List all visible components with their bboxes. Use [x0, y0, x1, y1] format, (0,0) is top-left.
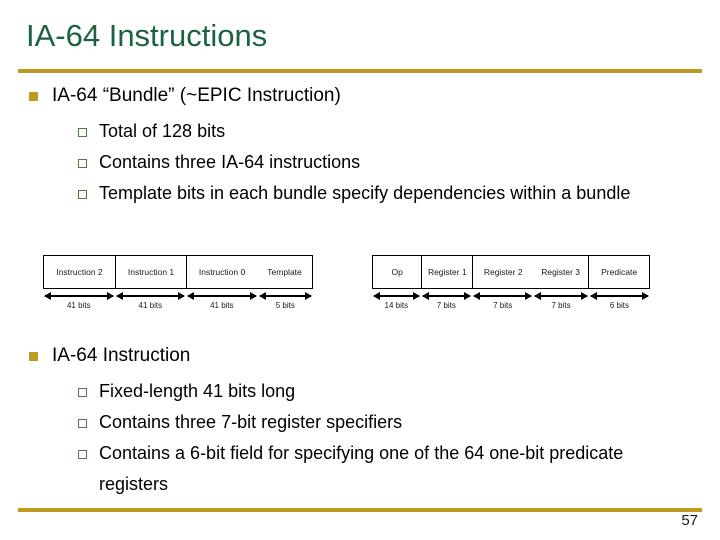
field-cell: Instruction 2 — [56, 267, 103, 277]
bullet-level1-label: IA-64 “Bundle” (~EPIC Instruction) — [52, 85, 341, 106]
field-size-dimension: 7 bits — [472, 292, 533, 310]
field-cell: Template — [267, 267, 302, 277]
field-size-dimension: 41 bits — [186, 292, 258, 310]
list-item: Total of 128 bits — [0, 116, 630, 147]
field-cell: Instruction 0 — [186, 256, 257, 288]
field-size-dimension: 14 bits — [372, 292, 421, 310]
field-size-dimension: 7 bits — [533, 292, 589, 310]
page-number: 57 — [681, 512, 698, 529]
field-size-label: 7 bits — [436, 301, 456, 310]
field-cell: Predicate — [588, 256, 649, 288]
field-cell: Register 1 — [421, 256, 472, 288]
hollow-square-bullet-icon — [78, 450, 87, 459]
list-item: Contains three IA-64 instructions — [0, 147, 630, 178]
dimension-arrow-icon — [534, 292, 588, 299]
dimension-arrow-icon — [44, 292, 114, 299]
field-size-label: 7 bits — [551, 301, 571, 310]
hollow-square-bullet-icon — [78, 190, 87, 199]
field-size-label: 41 bits — [138, 301, 163, 310]
field-cell: Register 3 — [541, 267, 581, 277]
instruction-dimension-row: 14 bits 7 bits 7 bits 7 bits 6 bits — [372, 292, 650, 310]
list-item-label: Contains a 6-bit field for specifying on… — [99, 443, 624, 494]
field-size-label: 41 bits — [66, 301, 91, 310]
field-size-label: 7 bits — [493, 301, 513, 310]
hollow-square-bullet-icon — [78, 419, 87, 428]
field-cell: Op — [391, 267, 403, 277]
field-size-label: 41 bits — [210, 301, 234, 310]
dimension-arrow-icon — [187, 292, 257, 299]
list-item: Fixed-length 41 bits long — [0, 376, 684, 407]
hollow-square-bullet-icon — [78, 159, 87, 168]
field-cell: Register 2 — [472, 256, 533, 288]
dimension-arrow-icon — [421, 292, 472, 299]
title-divider — [18, 69, 702, 73]
bullet-level1-label: IA-64 Instruction — [52, 345, 191, 366]
dimension-arrow-icon — [473, 292, 533, 299]
field-size-dimension: 7 bits — [421, 292, 472, 310]
bundle-dimension-row: 41 bits 41 bits 41 bits 5 bits — [43, 292, 313, 310]
field-cell: Instruction 1 — [115, 256, 186, 288]
hollow-square-bullet-icon — [78, 388, 87, 397]
list-item: Contains three 7-bit register specifiers — [0, 407, 684, 438]
field-size-label: 5 bits — [275, 301, 295, 310]
field-size-dimension: 6 bits — [589, 292, 650, 310]
list-item: Template bits in each bundle specify dep… — [0, 178, 630, 209]
footer-divider — [18, 508, 702, 512]
bullet-level1-instruction: IA-64 Instruction — [0, 344, 190, 368]
field-size-label: 6 bits — [609, 301, 629, 310]
dimension-arrow-icon — [589, 292, 650, 299]
sublist-bundle: Total of 128 bits Contains three IA-64 i… — [0, 116, 630, 209]
square-bullet-icon — [29, 352, 38, 361]
dimension-arrow-icon — [258, 292, 313, 299]
dimension-arrow-icon — [373, 292, 420, 299]
list-item-label: Template bits in each bundle specify dep… — [99, 183, 631, 203]
list-item-label: Fixed-length 41 bits long — [99, 381, 296, 401]
page-title: IA-64 Instructions — [26, 18, 268, 53]
list-item: Contains a 6-bit field for specifying on… — [0, 438, 684, 500]
dimension-arrow-icon — [115, 292, 185, 299]
sublist-instruction: Fixed-length 41 bits long Contains three… — [0, 376, 684, 500]
hollow-square-bullet-icon — [78, 128, 87, 137]
field-size-label: 14 bits — [384, 301, 409, 310]
list-item-label: Total of 128 bits — [99, 121, 226, 141]
field-size-dimension: 5 bits — [258, 292, 313, 310]
field-size-dimension: 41 bits — [43, 292, 115, 310]
field-size-dimension: 41 bits — [115, 292, 187, 310]
bullet-level1-bundle: IA-64 “Bundle” (~EPIC Instruction) — [0, 84, 341, 108]
list-item-label: Contains three 7-bit register specifiers — [99, 412, 403, 432]
list-item-label: Contains three IA-64 instructions — [99, 152, 361, 172]
square-bullet-icon — [29, 92, 38, 101]
